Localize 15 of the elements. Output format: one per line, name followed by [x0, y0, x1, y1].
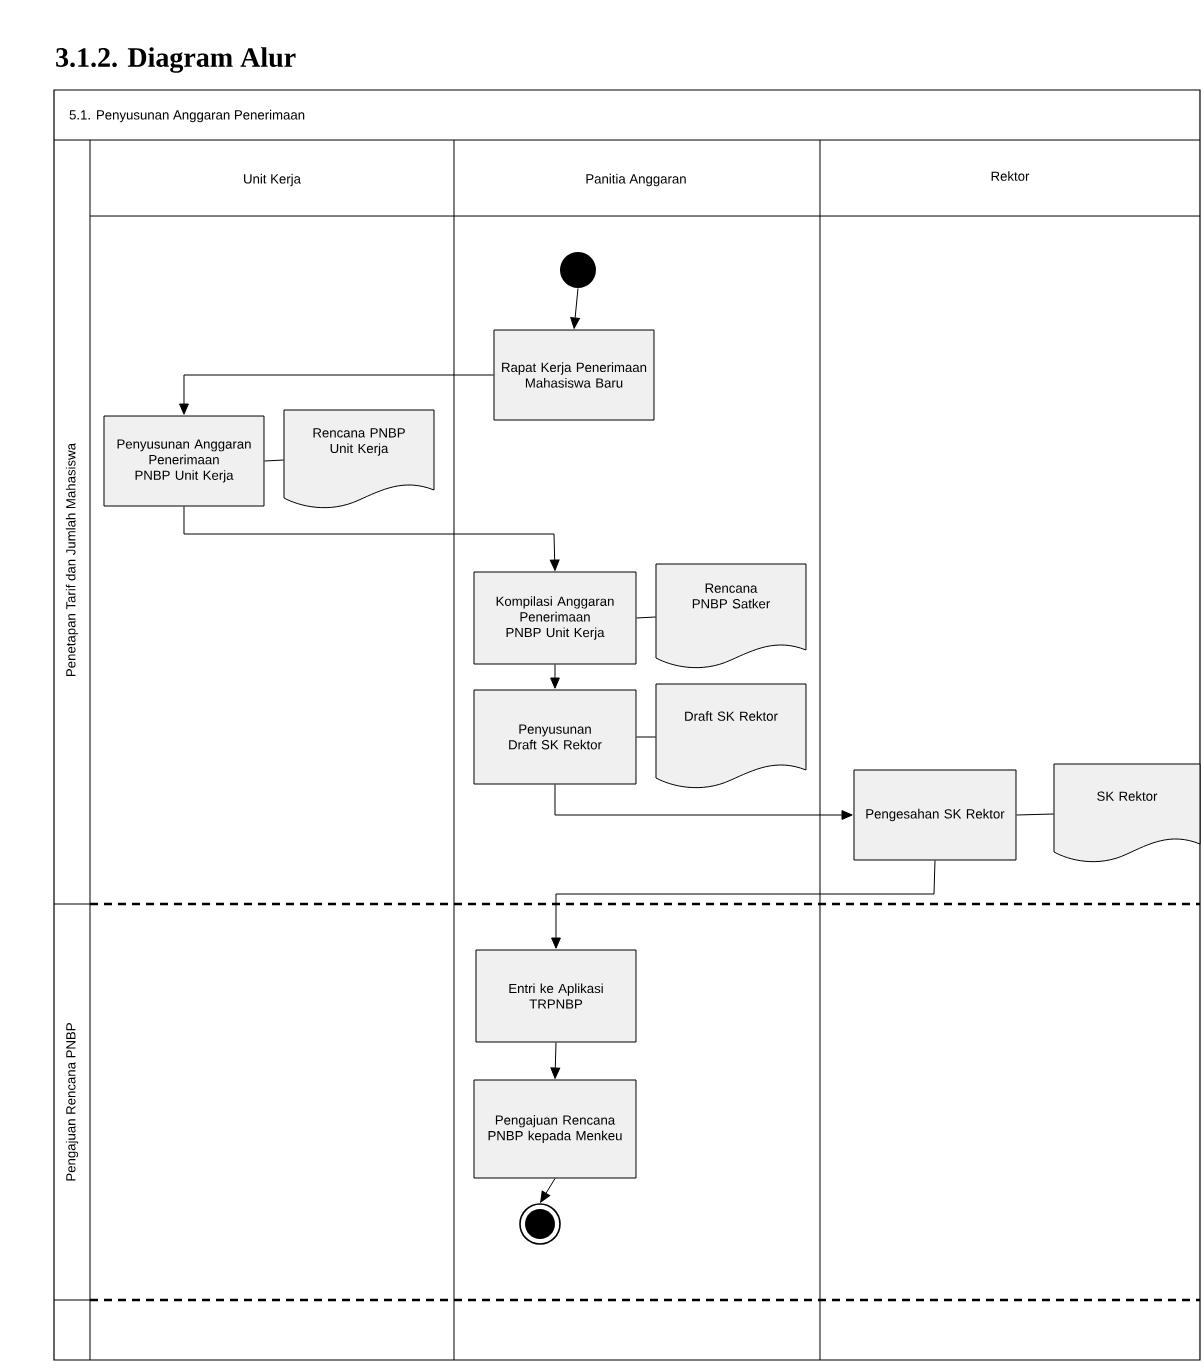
arrow	[540, 1178, 556, 1203]
arrow	[570, 287, 580, 329]
arrow	[550, 1042, 561, 1079]
heading: 3.1.2. Diagram Alur	[56, 47, 296, 73]
arrow	[183, 506, 560, 571]
start-circle	[560, 252, 596, 288]
connector-line	[1016, 813, 1055, 816]
connector-line	[264, 459, 285, 462]
arrow	[554, 784, 853, 820]
arrow	[551, 860, 936, 949]
arrow	[179, 374, 494, 415]
arrow	[550, 664, 560, 689]
connector-line	[636, 616, 657, 619]
end-circle	[519, 1203, 561, 1245]
connector-line	[636, 736, 657, 738]
